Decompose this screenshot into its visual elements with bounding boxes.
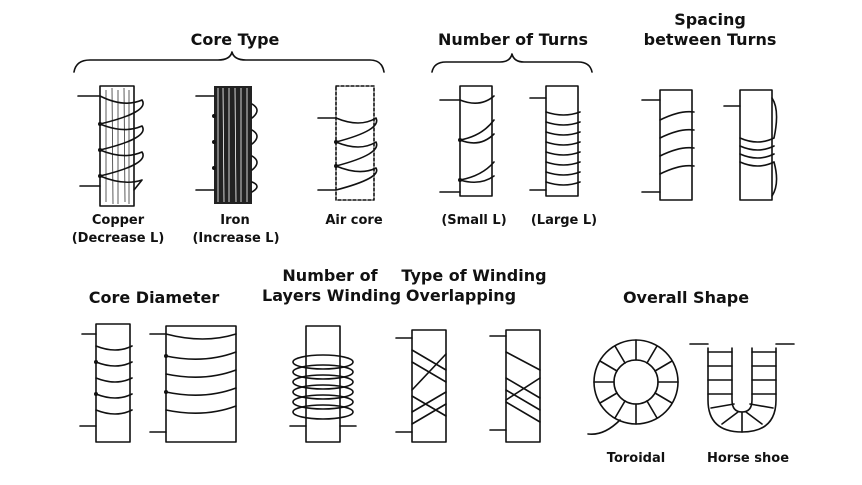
spacing-title-line2: between Turns [643, 30, 777, 49]
toroid-figure [587, 339, 679, 436]
iron-sub-label: (Increase L) [192, 231, 280, 246]
core-type-brace [73, 51, 385, 73]
winding-title-line2: Overlapping [405, 286, 517, 305]
wide-diameter-coil-figure [149, 325, 237, 443]
layers-title-line1: Number of [282, 266, 378, 285]
winding-title-line1: Type of Winding [401, 266, 547, 285]
core-diameter-title: Core Diameter [88, 288, 220, 307]
large-l-coil-figure [529, 85, 581, 197]
crossed-winding-coil-figure [395, 329, 447, 443]
small-l-coil-figure [439, 85, 495, 197]
iron-label: Iron [220, 213, 250, 228]
overall-shape-title: Overall Shape [622, 288, 750, 307]
spacing-title-line1: Spacing [674, 10, 746, 29]
air-core-coil-figure [317, 85, 378, 201]
narrow-diameter-coil-figure [79, 323, 133, 443]
copper-coil-figure [77, 85, 144, 207]
multi-layer-coil-figure [289, 325, 357, 443]
tight-spacing-coil-figure [723, 89, 778, 201]
horseshoe-label: Horse shoe [706, 451, 790, 466]
copper-sub-label: (Decrease L) [71, 231, 165, 246]
large-l-label: (Large L) [530, 213, 598, 228]
core-type-title: Core Type [190, 30, 280, 49]
toroidal-label: Toroidal [606, 451, 666, 466]
angled-winding-coil-figure [489, 329, 541, 443]
iron-coil-figure [195, 86, 258, 204]
air-core-label: Air core [325, 213, 383, 228]
layers-title-line2: Layers Winding [262, 286, 402, 305]
copper-label: Copper [91, 213, 145, 228]
horseshoe-figure [689, 343, 795, 433]
small-l-label: (Small L) [441, 213, 507, 228]
wide-spacing-coil-figure [641, 89, 695, 201]
turns-brace [431, 53, 593, 73]
turns-title: Number of Turns [437, 30, 589, 49]
